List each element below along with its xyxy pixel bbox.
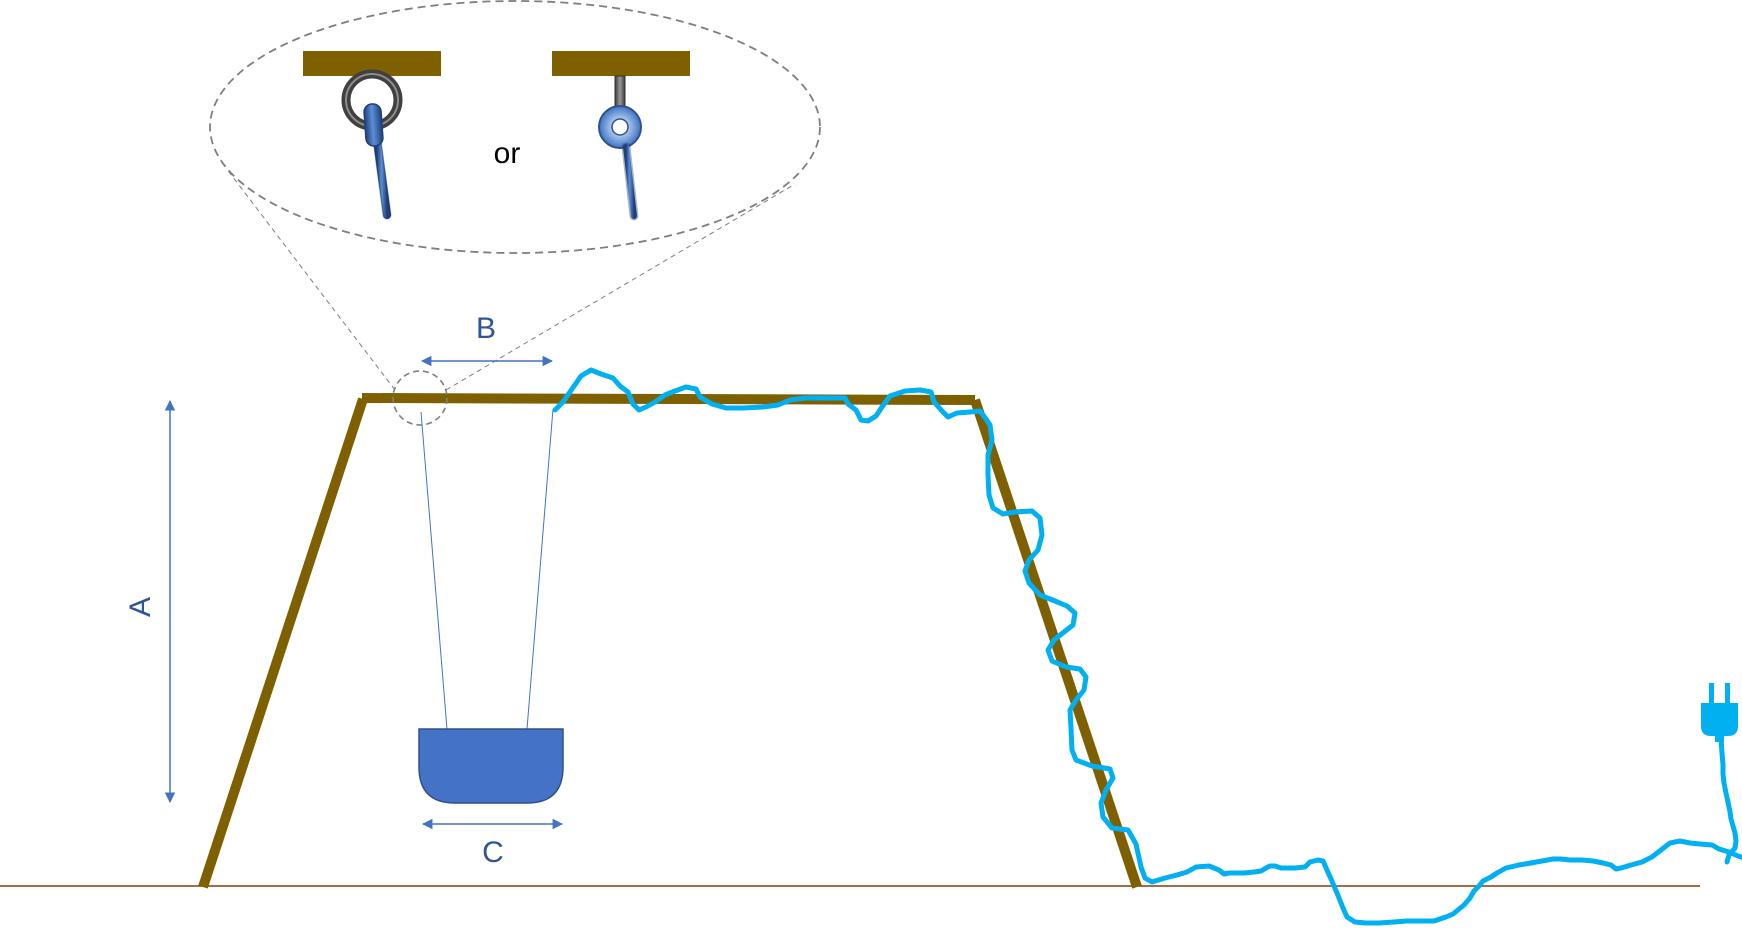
dimension-a-label: A (124, 597, 157, 617)
plug-pin-left (1709, 683, 1714, 703)
rope-left (420, 411, 448, 730)
rod-right (623, 144, 637, 219)
power-cable-to-plug (1718, 736, 1739, 865)
eye-bolt-hook-icon (552, 51, 690, 221)
frame-right-leg (970, 398, 1142, 889)
ring-hook-icon (303, 51, 441, 220)
swing-frame (198, 393, 1142, 889)
swing-ropes (420, 408, 554, 730)
power-plug-icon (1701, 683, 1738, 742)
dimension-c-label: C (482, 836, 504, 869)
hook-clip-left (363, 103, 384, 147)
plug-body (1701, 703, 1738, 736)
plug-pin-right (1725, 683, 1730, 703)
frame-left-leg (198, 397, 368, 889)
zoom-callout (209, 0, 821, 426)
or-label: or (494, 137, 521, 170)
rope-right (526, 408, 554, 730)
zoom-source-circle (392, 370, 448, 426)
zoom-guide-left (225, 167, 396, 391)
swing-seat (418, 728, 564, 804)
zoom-ellipse (209, 0, 821, 254)
zoom-guide-right (445, 183, 796, 391)
beam-detail-right (552, 51, 690, 76)
dimension-b-label: B (476, 312, 496, 345)
frame-top-beam (361, 393, 976, 405)
power-cable (552, 367, 1742, 926)
